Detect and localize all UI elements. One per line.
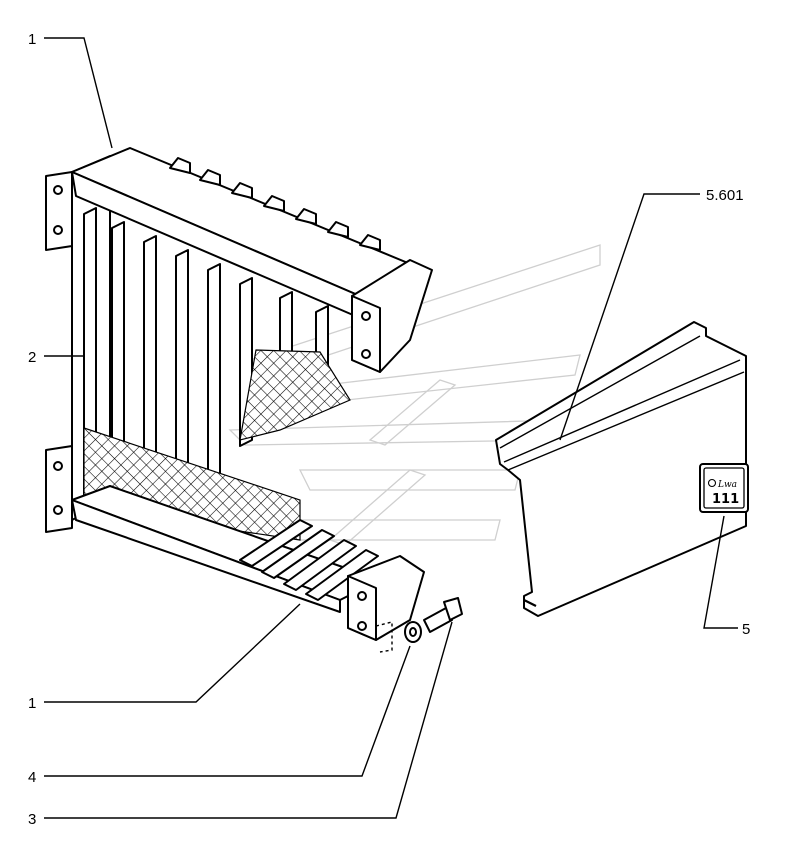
brand-logo-icon [707, 478, 717, 488]
bolt-hole [53, 185, 63, 195]
top-cooling-fins [169, 157, 381, 251]
decal-number: 111 [712, 492, 739, 507]
callout-labels: 1 2 1 4 3 5.601 5 [28, 31, 750, 828]
bolt-hole [361, 349, 371, 359]
bolt-hole [357, 621, 367, 631]
left-mounting-bracket-top [45, 171, 73, 251]
callout-5: 5 [742, 621, 750, 638]
bolt-hole [357, 591, 367, 601]
bolt-hole [53, 505, 63, 515]
bolt-hole [53, 461, 63, 471]
lock-washer [404, 621, 422, 643]
callout-3: 3 [28, 811, 36, 828]
bolt-hole [361, 311, 371, 321]
bolt-hole [53, 225, 63, 235]
callout-4: 4 [28, 769, 36, 786]
left-mounting-bracket-bottom [45, 445, 73, 533]
leader-lines [44, 37, 738, 819]
mesh-screen-right [239, 349, 351, 441]
callout-1-top: 1 [28, 31, 36, 48]
callout-1-bottom: 1 [28, 695, 36, 712]
radiator-core [45, 147, 433, 653]
decal-badge: Lwa 111 [699, 463, 749, 513]
callout-5-601: 5.601 [706, 187, 744, 204]
hex-bolt [423, 597, 463, 633]
bottom-cooling-fins [239, 519, 379, 601]
side-cover-panel [495, 321, 747, 617]
decal-brand: Lwa [717, 480, 737, 490]
callout-2: 2 [28, 349, 36, 366]
